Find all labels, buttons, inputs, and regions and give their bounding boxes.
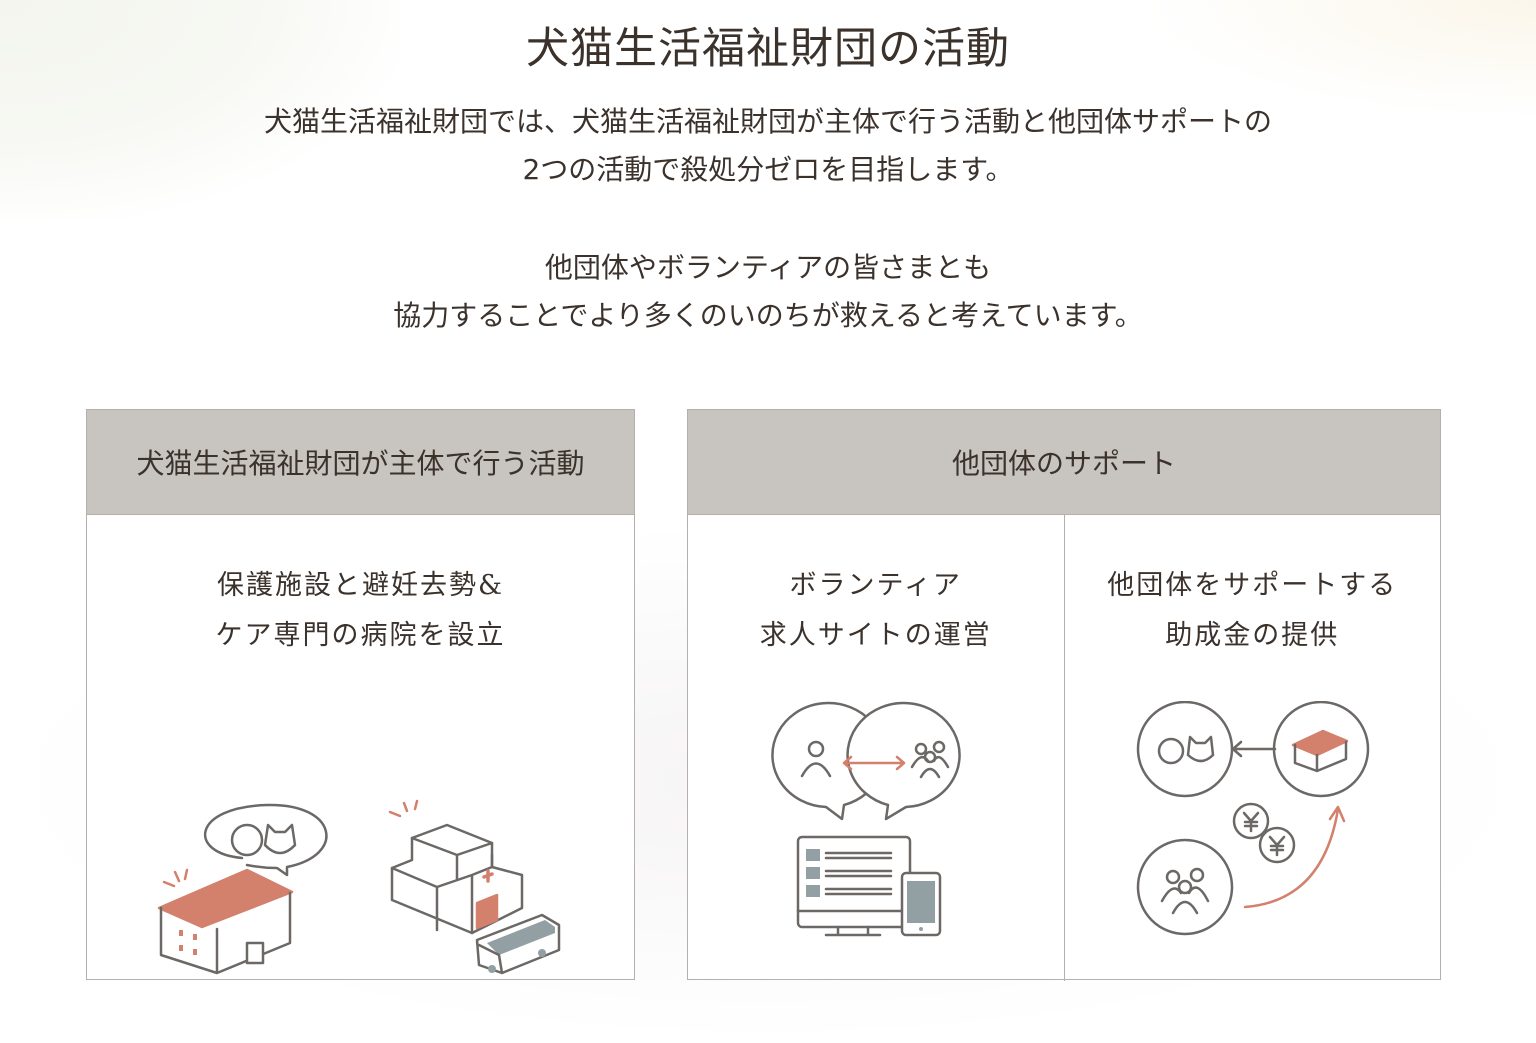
activity-title-line: 求人サイトの運営 <box>759 620 992 651</box>
activity-title-line: 他団体をサポートする <box>1107 570 1398 601</box>
group-icon <box>910 740 950 779</box>
hospital-building-icon <box>390 823 524 935</box>
activity-title-line: ボランティア <box>789 570 962 601</box>
dog-icon <box>1157 737 1184 765</box>
card-header: 犬猫生活福祉財団が主体で行う活動 <box>87 410 634 515</box>
card-header: 他団体のサポート <box>688 410 1440 515</box>
smartphone-icon <box>900 871 942 937</box>
alert-lines-icon <box>162 868 189 888</box>
group-icon <box>1160 867 1209 915</box>
page-title: 犬猫生活福祉財団の活動 <box>526 24 1010 74</box>
ambulance-bus-icon <box>475 913 561 975</box>
activity-item: 他団体をサポートする 助成金の提供 <box>1063 515 1441 981</box>
arrow-left-icon <box>1231 740 1276 758</box>
monitor-icon <box>796 835 912 937</box>
intro-line: 犬猫生活福祉財団では、犬猫生活福祉財団が主体で行う活動と他団体サポートの <box>263 105 1272 138</box>
shelter-hospital-illustration <box>157 799 561 975</box>
intro-paragraph: 他団体やボランティアの皆さまとも 協力することでより多くのいのちが救えると考えて… <box>0 244 1536 340</box>
cat-icon <box>1186 735 1214 763</box>
intro-paragraph: 犬猫生活福祉財団では、犬猫生活福祉財団が主体で行う活動と他団体サポートの 2つの… <box>0 98 1536 194</box>
intro-line: 2つの活動で殺処分ゼロを目指します。 <box>522 153 1014 186</box>
activity-title: ボランティア 求人サイトの運営 <box>688 561 1064 661</box>
background-blob <box>1136 0 1536 120</box>
shelter-building-icon <box>157 868 294 975</box>
double-arrow-icon <box>842 755 906 771</box>
background-blob <box>0 0 400 220</box>
cat-icon <box>263 823 297 855</box>
activity-item: 保護施設と避妊去勢& ケア専門の病院を設立 <box>87 515 634 981</box>
shelter-building-icon <box>1291 729 1348 773</box>
intro-line: 協力することでより多くのいのちが救えると考えています。 <box>393 299 1143 332</box>
support-card: 他団体のサポート ボランティア 求人サイトの運営 他団体をサポートする <box>687 409 1441 981</box>
activity-item: ボランティア 求人サイトの運営 <box>688 515 1064 981</box>
dog-icon <box>230 823 264 857</box>
activity-title-line: 保護施設と避妊去勢& <box>216 570 505 601</box>
activity-title: 保護施設と避妊去勢& ケア専門の病院を設立 <box>87 561 634 661</box>
grant-illustration <box>1136 701 1369 936</box>
intro-line: 他団体やボランティアの皆さまとも <box>544 251 992 284</box>
volunteer-site-illustration <box>771 701 961 937</box>
activity-title-line: ケア専門の病院を設立 <box>215 620 506 651</box>
activity-title: 他団体をサポートする 助成金の提供 <box>1065 561 1441 661</box>
own-activities-card: 犬猫生活福祉財団が主体で行う活動 保護施設と避妊去勢& ケア専門の病院を設立 <box>86 409 635 980</box>
alert-lines-icon <box>388 799 419 818</box>
person-icon <box>800 740 832 778</box>
activity-title-line: 助成金の提供 <box>1165 620 1340 651</box>
curved-arrow-icon <box>1243 805 1345 909</box>
speech-bubble-icon <box>203 803 328 877</box>
yen-coin-icon <box>1232 802 1269 840</box>
yen-coin-icon <box>1258 826 1295 864</box>
